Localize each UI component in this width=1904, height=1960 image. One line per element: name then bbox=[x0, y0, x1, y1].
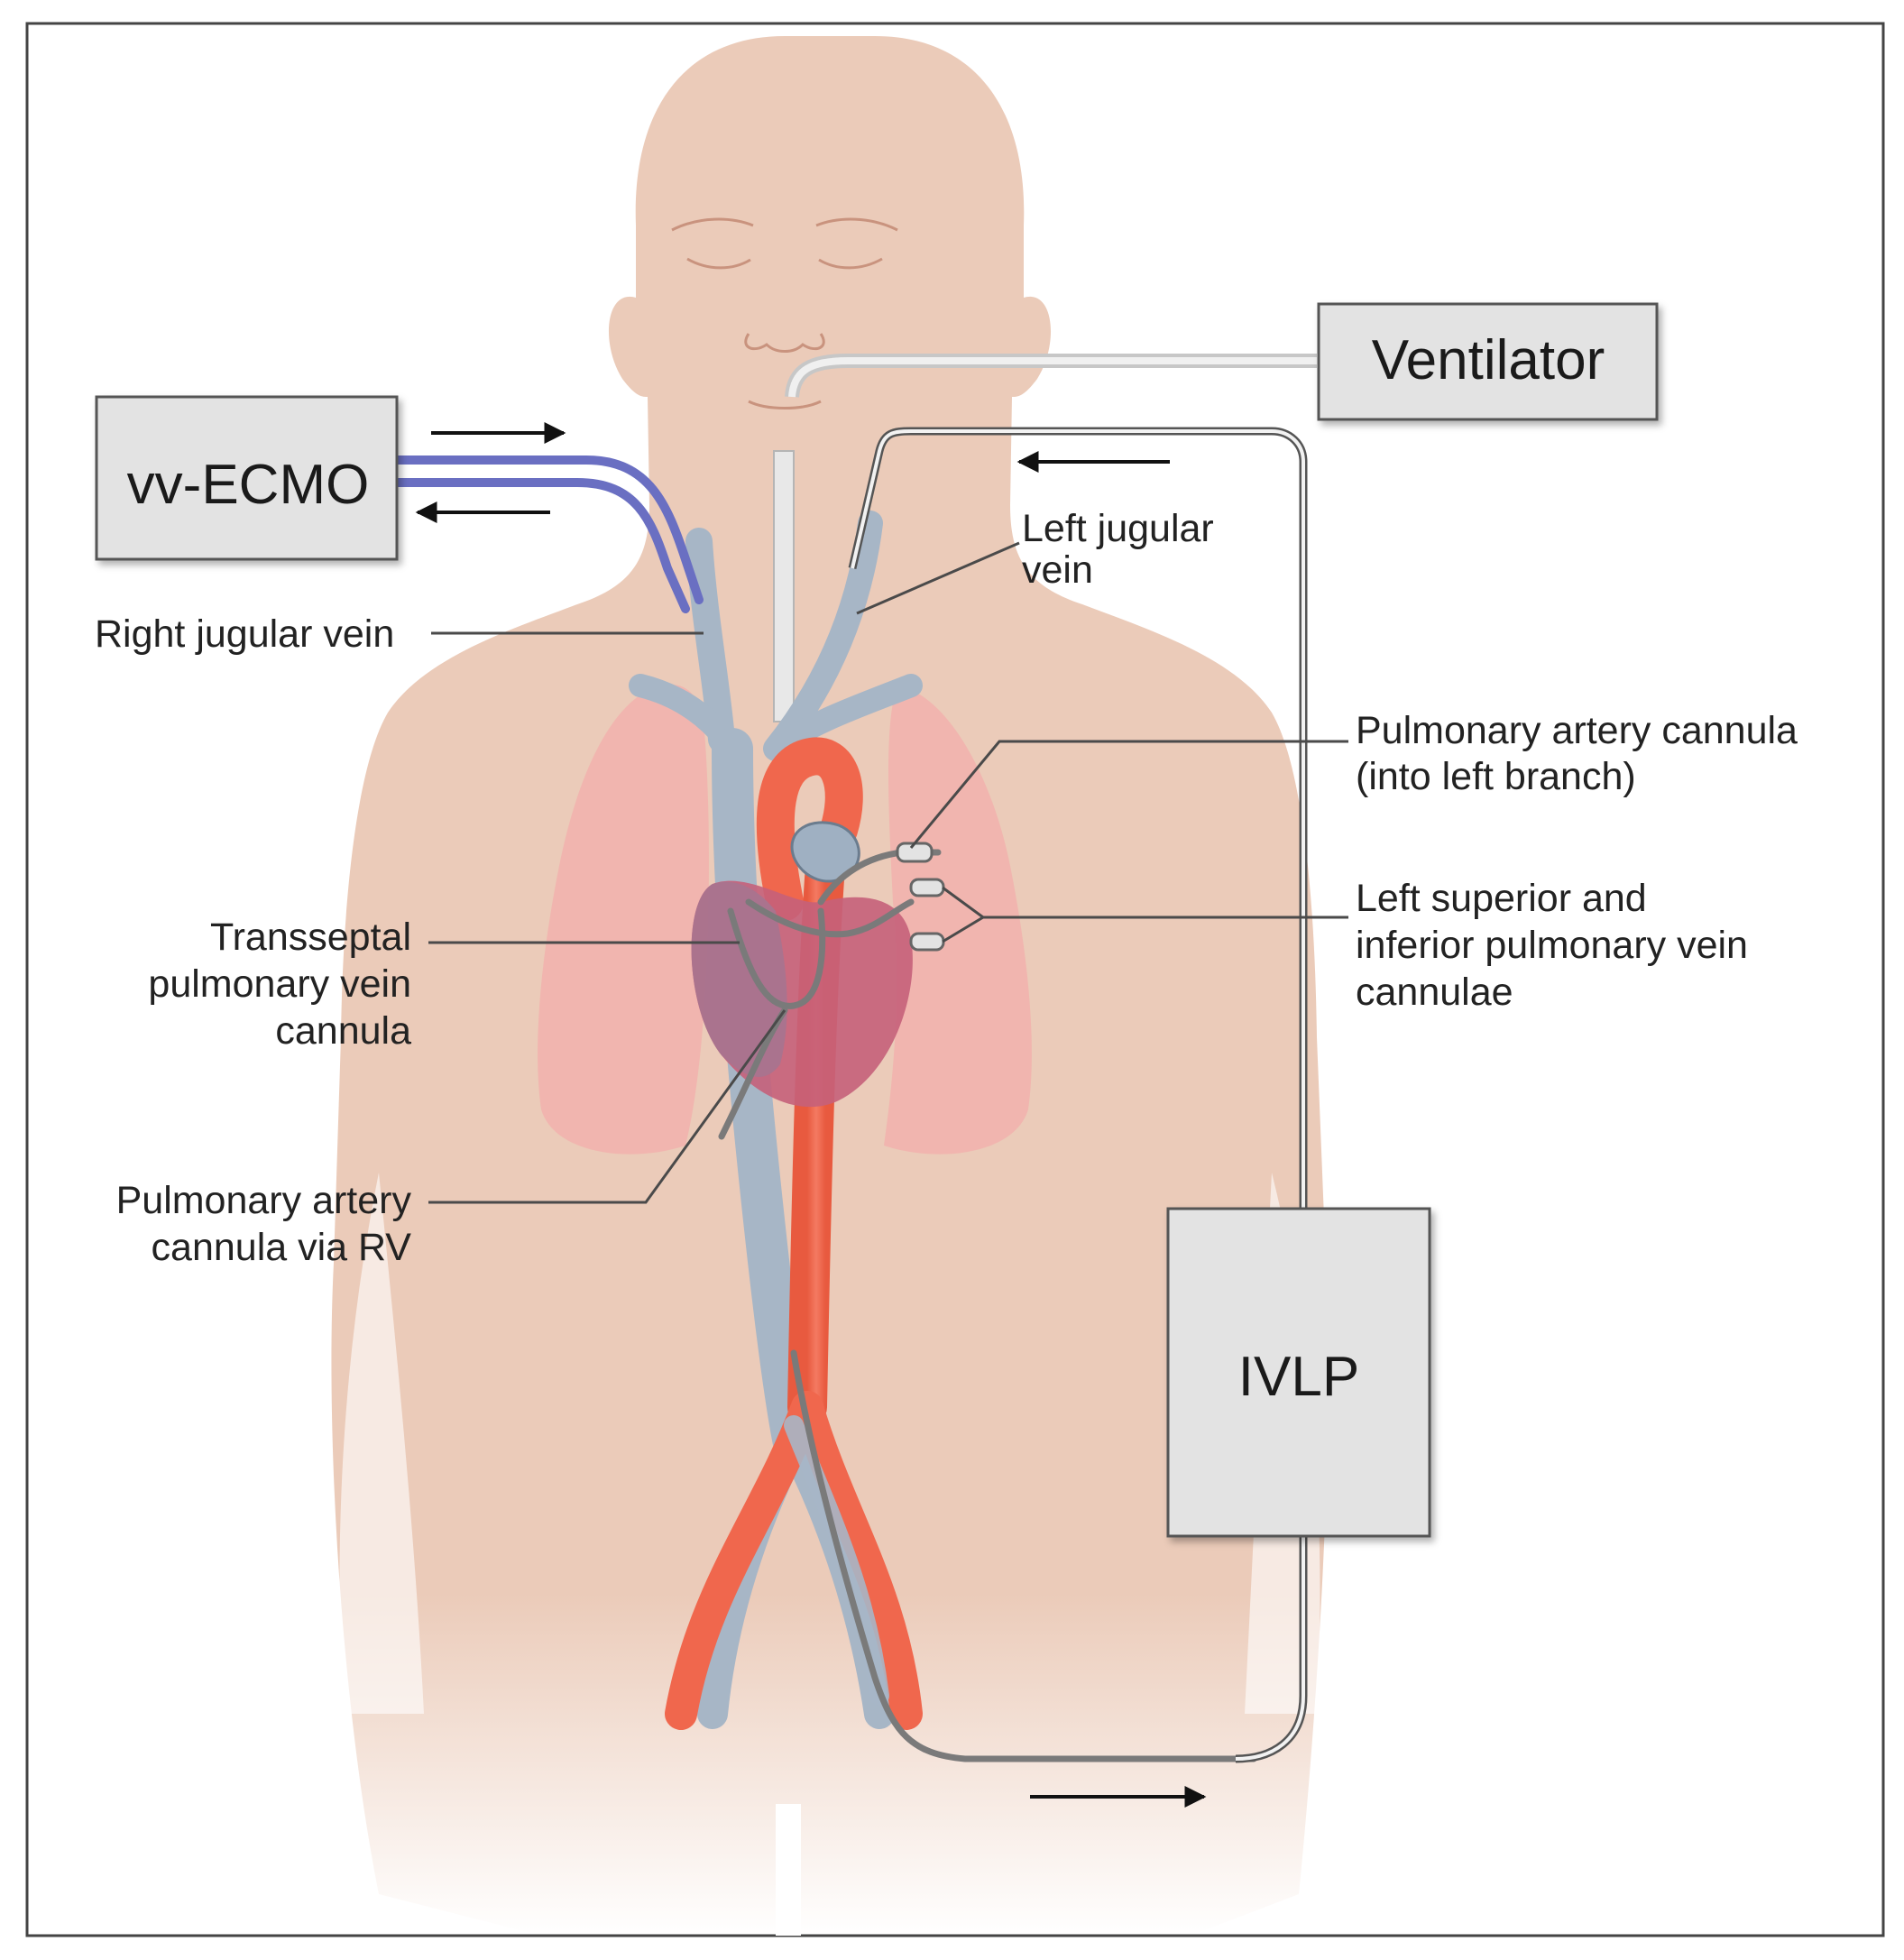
ecmo-tubes bbox=[392, 455, 704, 613]
transseptal-line1: Transseptal bbox=[210, 916, 411, 959]
left-jugular-label-line1: Left jugular bbox=[1022, 507, 1214, 550]
ecmo-device: vv-ECMO bbox=[95, 395, 399, 561]
ventilator-label: Ventilator bbox=[1372, 329, 1605, 391]
left-jugular-label-line2: vein bbox=[1022, 548, 1093, 592]
vena-cava bbox=[712, 728, 814, 1464]
lungs bbox=[538, 685, 1032, 1155]
trachea-tube bbox=[773, 354, 1317, 722]
right-jugular-label: Right jugular vein bbox=[95, 612, 394, 656]
pa-cannula-left-line2: (into left branch) bbox=[1356, 755, 1636, 798]
left-eyebrow bbox=[671, 217, 754, 232]
left-eye bbox=[686, 257, 751, 270]
left-pv-cannulae-line2: inferior pulmonary vein bbox=[1356, 924, 1748, 967]
ivlp-circuit-tube bbox=[848, 427, 1308, 1763]
ivlp-label: IVLP bbox=[1238, 1346, 1359, 1408]
flow-arrows bbox=[415, 422, 1207, 1808]
transseptal-line2: pulmonary vein bbox=[148, 962, 411, 1006]
pa-cannula-left-line1: Pulmonary artery cannula bbox=[1356, 709, 1798, 752]
ivlp-device: IVLP bbox=[1166, 1207, 1431, 1538]
pa-cannula-rv-line1: Pulmonary artery bbox=[116, 1179, 412, 1222]
left-lung bbox=[884, 686, 1032, 1155]
right-eye bbox=[818, 257, 883, 270]
right-eyebrow bbox=[815, 217, 898, 232]
ventilator-device: Ventilator bbox=[1317, 302, 1659, 421]
leader-lines bbox=[428, 541, 1348, 1204]
left-pv-cannulae-line1: Left superior and bbox=[1356, 877, 1647, 920]
anatomy-labels: Right jugular vein Left jugular vein Pul… bbox=[95, 507, 1798, 1269]
ecmo-label: vv-ECMO bbox=[127, 454, 370, 516]
heart bbox=[691, 821, 913, 1108]
nose bbox=[744, 333, 825, 353]
transseptal-line3: cannula bbox=[275, 1009, 411, 1053]
mouth bbox=[748, 400, 822, 409]
cannula-tips bbox=[896, 842, 945, 952]
pa-cannula-rv-line2: cannula via RV bbox=[152, 1226, 412, 1269]
right-lung bbox=[538, 685, 709, 1155]
face bbox=[671, 217, 898, 409]
left-pv-cannulae-line3: cannulae bbox=[1356, 971, 1513, 1014]
